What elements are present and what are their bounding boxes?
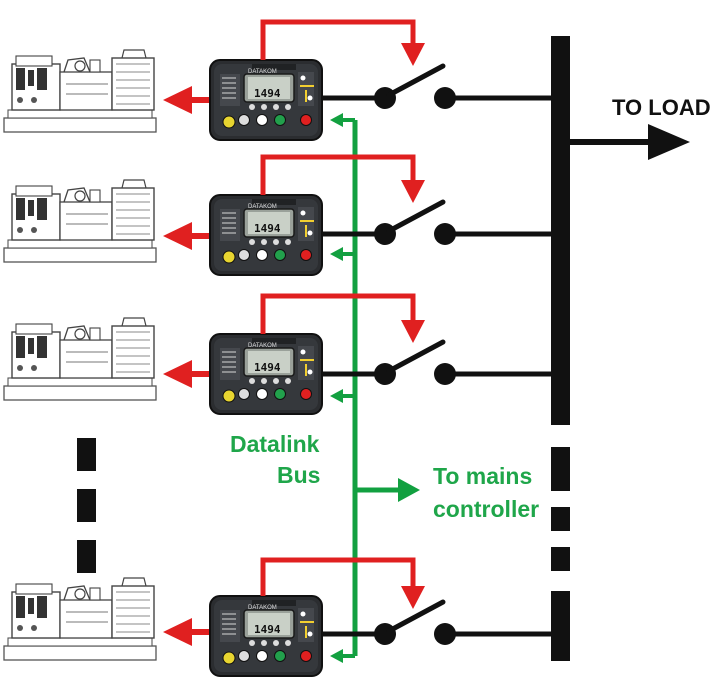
breaker-switch-icon (374, 66, 456, 109)
to-mains-label-line2: controller (433, 496, 539, 522)
to-load-label: TO LOAD (612, 95, 711, 120)
to-load-arrow-icon (570, 124, 690, 160)
controller-display-value: 1494 (254, 361, 281, 374)
generator-icon (3, 317, 157, 401)
datalink-label-line1: Datalink (230, 431, 320, 457)
more-units-dashes (77, 438, 96, 573)
breaker-switch-icon (374, 342, 456, 385)
controller-brand: DATAKOM (248, 605, 277, 611)
controller-display-value: 1494 (254, 623, 281, 636)
controller-brand: DATAKOM (248, 69, 277, 75)
controller-display-value: 1494 (254, 87, 281, 100)
main-bus (551, 36, 570, 661)
to-mains-label-line1: To mains (433, 463, 532, 489)
breaker-switch-icon (374, 202, 456, 245)
gen-set-1: 1494 DATAKOM (3, 19, 552, 141)
arrow-icon (163, 360, 192, 388)
breaker-switch-icon (374, 602, 456, 645)
datalink-label-line2: Bus (277, 462, 320, 488)
arrow-icon (163, 618, 192, 646)
gen-set-3: 1494 DATAKOM (3, 293, 552, 415)
generator-icon (3, 179, 157, 263)
arrow-icon (163, 222, 192, 250)
gen-set-n: 1494 DATAKOM (3, 557, 552, 677)
controller-brand: DATAKOM (248, 204, 277, 210)
controller-brand: DATAKOM (248, 343, 277, 349)
gen-set-2: 1494 DATAKOM (3, 154, 552, 276)
datalink-bus-line (352, 120, 420, 656)
arrow-icon (163, 86, 192, 114)
generator-icon (3, 49, 157, 133)
generator-icon (3, 577, 157, 661)
controller-display-value: 1494 (254, 222, 281, 235)
